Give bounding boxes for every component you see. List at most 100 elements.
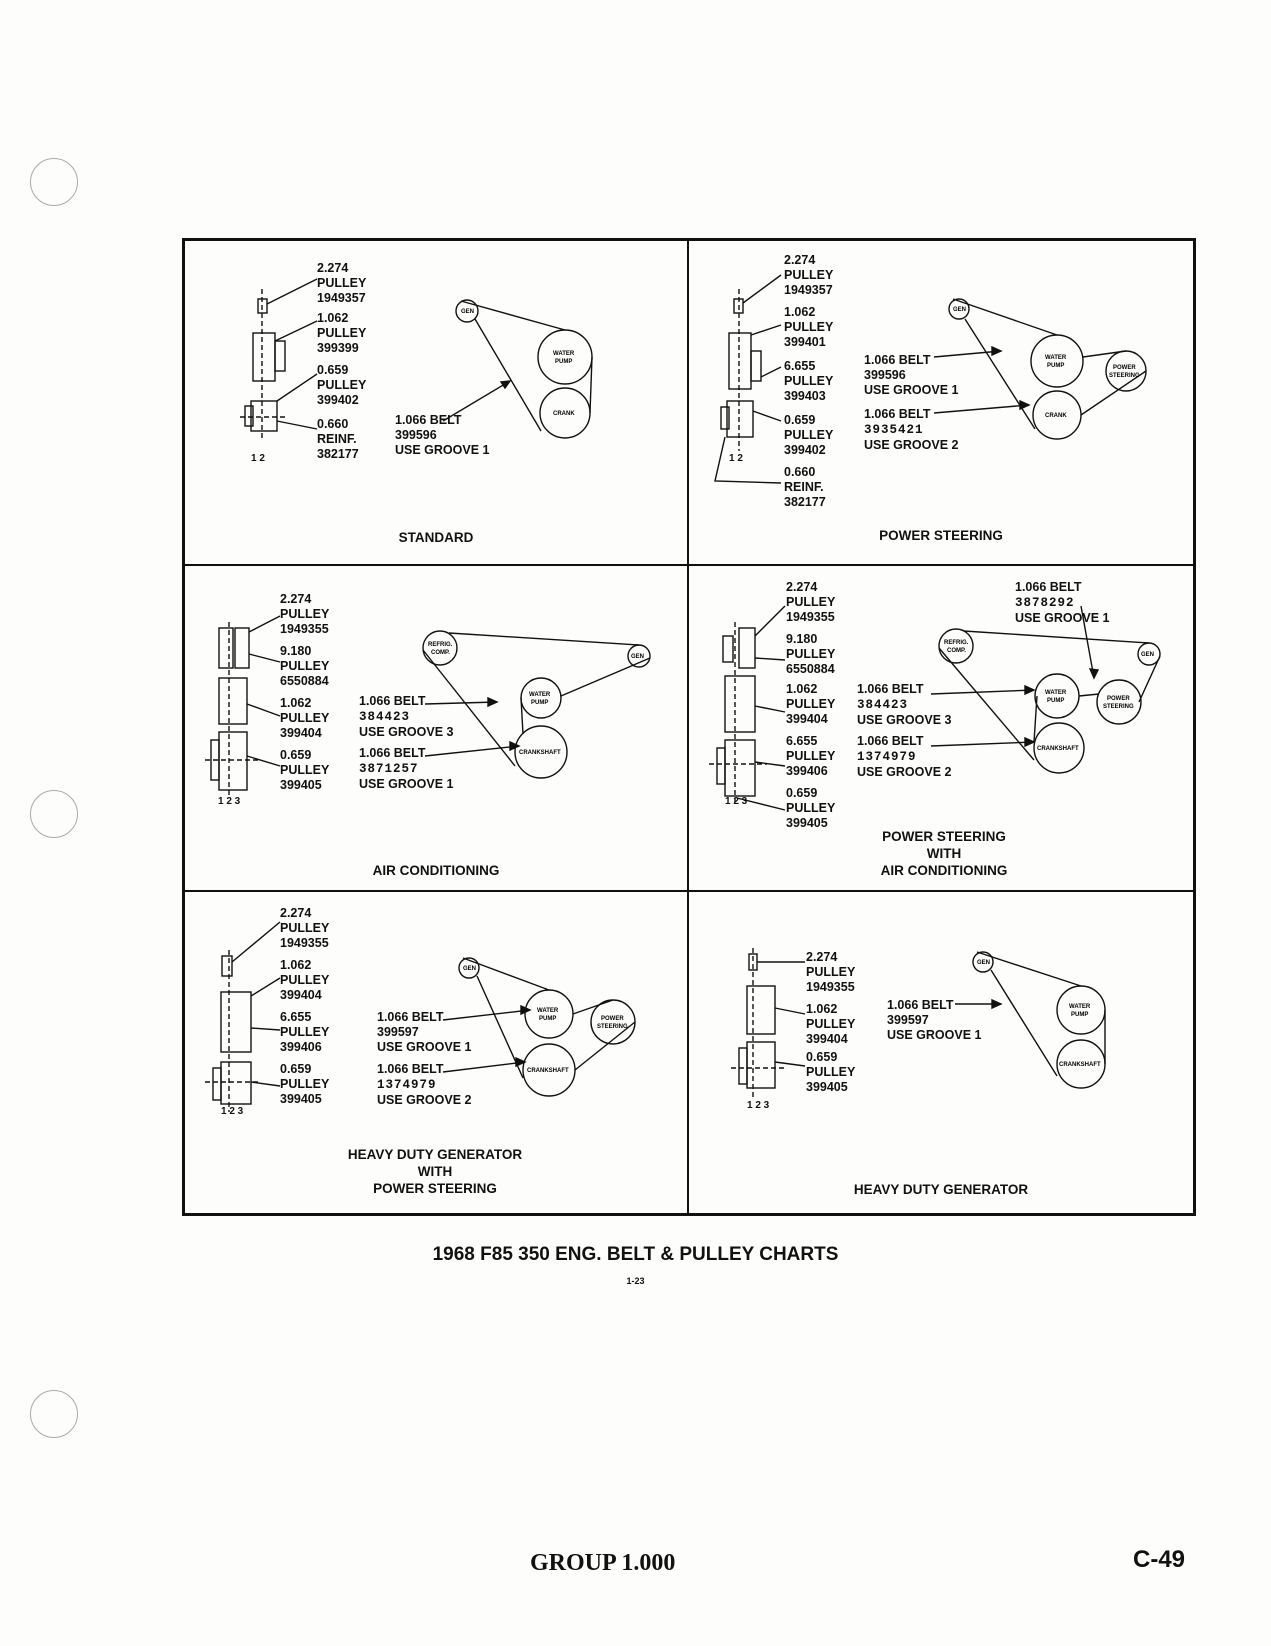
part-label: 2.274 PULLEY 1949355 [280,906,330,950]
panel-power-steering-air-conditioning: REFRIG. COMP. GEN WATER PUMP POWER STEER… [689,566,1193,892]
svg-text:STEERING: STEERING [597,1024,628,1030]
panel-air-conditioning: REFRIG. COMP. GEN WATER PUMP CRANKSHAFT … [185,566,689,892]
part-label: 2.274 PULLEY 1949355 [786,580,836,624]
part-label: 6.655 PULLEY 399406 [786,734,836,778]
part-label: 0.659 PULLEY 399405 [806,1050,856,1094]
belt-label: 1.066 BELT 3878292 USE GROOVE 1 [1015,580,1110,625]
svg-text:WATER: WATER [553,351,575,357]
belt-pulley-chart-grid: GEN WATER PUMP CRANK 2.274 PULLEY 194935… [182,238,1196,1216]
pulley-mid-shape [252,332,276,382]
belt-label: 1.066 BELT 3935421 USE GROOVE 2 [864,407,959,452]
svg-text:REFRIG.: REFRIG. [428,642,453,648]
part-label: 0.659 PULLEY 399405 [280,748,330,792]
svg-text:PUMP: PUMP [1047,698,1064,704]
part-label: 0.659 PULLEY 399405 [786,786,836,830]
part-label: 0.660 REINF. 382177 [317,417,359,461]
belt-label: 1.066 BELT 399597 USE GROOVE 1 [887,998,982,1042]
belt-label: 1.066 BELT 399596 USE GROOVE 1 [395,413,490,457]
part-label: 1.062 PULLEY 399404 [280,696,330,740]
svg-text:GEN: GEN [463,966,476,972]
svg-text:STEERING: STEERING [1103,704,1134,710]
belt-label: 1.066 BELT 3871257 USE GROOVE 1 [359,746,454,791]
panel-hd-ps-drawing: GEN WATER PUMP POWER STEERING CRANKSHAFT [205,921,636,1112]
panel-power-steering: GEN WATER PUMP POWER STEERING CRANK 2.27… [689,241,1193,566]
svg-text:CRANKSHAFT: CRANKSHAFT [1059,1062,1101,1068]
water-pump-circle [537,329,593,385]
belt-label: 1.066 BELT 399596 USE GROOVE 1 [864,353,959,397]
svg-text:WATER: WATER [1045,690,1067,696]
svg-text:PUMP: PUMP [555,359,572,365]
group-label: GROUP 1.000 [530,1550,676,1576]
part-label: 1.062 PULLEY 399404 [806,1002,856,1046]
part-label: 2.274 PULLEY 1949357 [317,261,367,305]
part-label: 1.062 PULLEY 399399 [317,311,367,355]
panel-caption: STANDARD [398,530,474,545]
panel-hd-drawing: GEN WATER PUMP CRANKSHAFT [731,948,1106,1100]
panel-caption: POWER STEERING [879,528,1003,543]
groove-numbers: 1 2 3 [218,796,241,807]
svg-text:GEN: GEN [953,307,966,313]
svg-text:PUMP: PUMP [1071,1012,1088,1018]
punch-hole-bottom [30,1390,78,1438]
belt-label: 1.066 BELT 399597 USE GROOVE 1 [377,1010,472,1054]
belt-label: 1.066 BELT 1374979 USE GROOVE 2 [857,734,952,779]
belt-label: 1.066 BELT 1374979 USE GROOVE 2 [377,1062,472,1107]
part-label: 1.062 PULLEY 399404 [280,958,330,1002]
panel-power-steering-drawing: GEN WATER PUMP POWER STEERING CRANK [714,274,1147,484]
part-label: 1.062 PULLEY 399404 [786,682,836,726]
part-label: 0.660 REINF. 382177 [784,465,826,509]
part-label: 0.659 PULLEY 399402 [317,363,367,407]
part-label: 9.180 PULLEY 6550884 [786,632,836,676]
svg-text:WATER: WATER [1069,1004,1091,1010]
panel-hd-generator: GEN WATER PUMP CRANKSHAFT 2.274 PULLEY 1… [689,892,1193,1213]
svg-text:PUMP: PUMP [539,1016,556,1022]
part-label: 9.180 PULLEY 6550884 [280,644,330,688]
groove-numbers: 1 2 [251,453,265,464]
svg-text:WATER: WATER [529,692,551,698]
svg-text:GEN: GEN [631,654,644,660]
svg-text:REFRIG.: REFRIG. [944,640,969,646]
panel-air-conditioning-drawing: REFRIG. COMP. GEN WATER PUMP CRANKSHAFT [205,615,651,798]
panel-ps-ac-drawing: REFRIG. COMP. GEN WATER PUMP POWER STEER… [709,605,1161,811]
belt-label: 1.066 BELT 384423 USE GROOVE 3 [857,682,952,727]
svg-text:COMP.: COMP. [431,650,450,656]
groove-numbers: 1 2 3 [747,1100,770,1111]
svg-text:PUMP: PUMP [531,700,548,706]
panel-caption: HEAVY DUTY GENERATOR [853,1182,1029,1197]
svg-text:CRANK: CRANK [553,411,575,417]
punch-hole-top [30,158,78,206]
svg-text:GEN: GEN [1141,652,1154,658]
svg-text:CRANKSHAFT: CRANKSHAFT [1037,746,1079,752]
svg-text:PUMP: PUMP [1047,363,1064,369]
part-label: 6.655 PULLEY 399403 [784,359,834,403]
svg-text:CRANKSHAFT: CRANKSHAFT [519,750,561,756]
panel-standard: GEN WATER PUMP CRANK 2.274 PULLEY 194935… [185,241,689,566]
svg-text:POWER: POWER [1107,696,1130,702]
part-label: 1.062 PULLEY 399401 [784,305,834,349]
page-title: 1968 F85 350 ENG. BELT & PULLEY CHARTS [432,1244,839,1265]
svg-text:POWER: POWER [1113,365,1136,371]
part-label: 2.274 PULLEY 1949355 [806,950,856,994]
page-number: C-49 [1133,1546,1186,1573]
gen-circle [455,299,479,323]
part-label: 2.274 PULLEY 1949357 [784,253,834,297]
svg-text:POWER: POWER [601,1016,624,1022]
part-label: 0.659 PULLEY 399402 [784,413,834,457]
svg-text:STEERING: STEERING [1109,373,1140,379]
punch-hole-middle [30,790,78,838]
part-label: 2.274 PULLEY 1949355 [280,592,330,636]
svg-text:COMP.: COMP. [947,648,966,654]
panel-standard-drawing: GEN WATER PUMP CRANK [240,278,593,441]
part-label: 0.659 PULLEY 399405 [280,1062,330,1106]
panel-hd-generator-power-steering: GEN WATER PUMP POWER STEERING CRANKSHAFT… [185,892,689,1213]
svg-text:CRANKSHAFT: CRANKSHAFT [527,1068,569,1074]
svg-text:WATER: WATER [537,1008,559,1014]
groove-numbers: 1 2 [729,453,743,464]
groove-numbers: 1 2 3 [725,796,748,807]
pulley-crank-shape [250,400,278,432]
part-label: 6.655 PULLEY 399406 [280,1010,330,1054]
groove-numbers: 1 2 3 [221,1106,244,1117]
sub-page-number: 1-23 [626,1276,645,1286]
